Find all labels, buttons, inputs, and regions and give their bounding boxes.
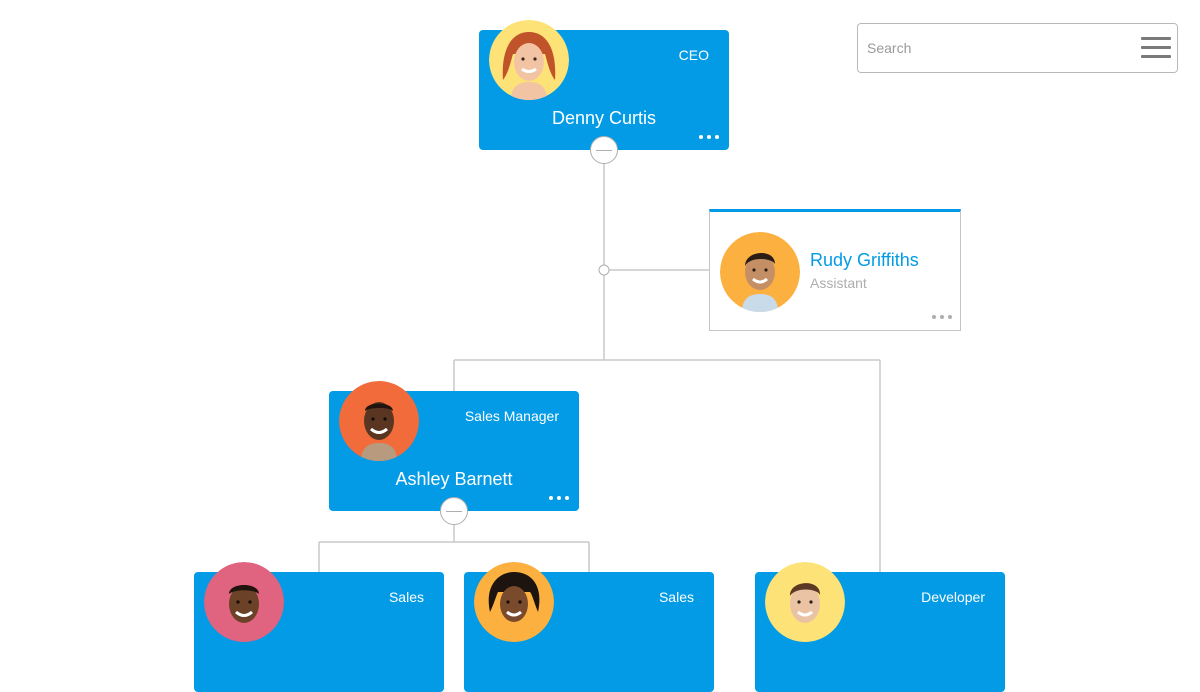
avatar [489,20,569,100]
node-title: Sales [388,589,424,605]
node-card-root[interactable]: CEO Denny Curtis [479,20,729,150]
avatar-photo-icon [720,232,800,312]
search-input[interactable] [858,24,1128,72]
node-card-sales-1[interactable]: Sales [194,562,444,692]
node-title: Sales Manager [464,408,559,424]
avatar-photo-icon [204,562,284,642]
avatar-photo-icon [339,381,419,461]
collapse-manager-button[interactable] [440,497,468,525]
node-name: Ashley Barnett [395,469,513,489]
more-options-icon[interactable] [549,493,569,503]
avatar [765,562,845,642]
node-title: Developer [921,589,985,605]
collapse-root-button[interactable] [590,136,618,164]
avatar [720,232,800,312]
more-options-icon[interactable] [932,312,952,322]
avatar [339,381,419,461]
node-card-developer[interactable]: Developer [755,562,1005,692]
avatar-photo-icon [474,562,554,642]
node-name: Rudy Griffiths [810,250,919,270]
assistant-junction-dot [598,264,610,276]
node-name: Denny Curtis [551,108,657,128]
node-card-manager[interactable]: Sales Manager Ashley Barnett [329,381,579,511]
more-options-icon[interactable] [699,132,719,142]
avatar [204,562,284,642]
avatar [474,562,554,642]
node-card-sales-2[interactable]: Sales [464,562,714,692]
search-box [857,23,1178,73]
avatar-photo-icon [765,562,845,642]
avatar-photo-icon [489,20,569,100]
node-title: CEO [678,47,709,63]
node-title: Assistant [810,275,867,291]
menu-icon[interactable] [1141,37,1171,59]
node-title: Sales [658,589,694,605]
node-card-assistant[interactable]: Rudy Griffiths Assistant [709,209,961,331]
